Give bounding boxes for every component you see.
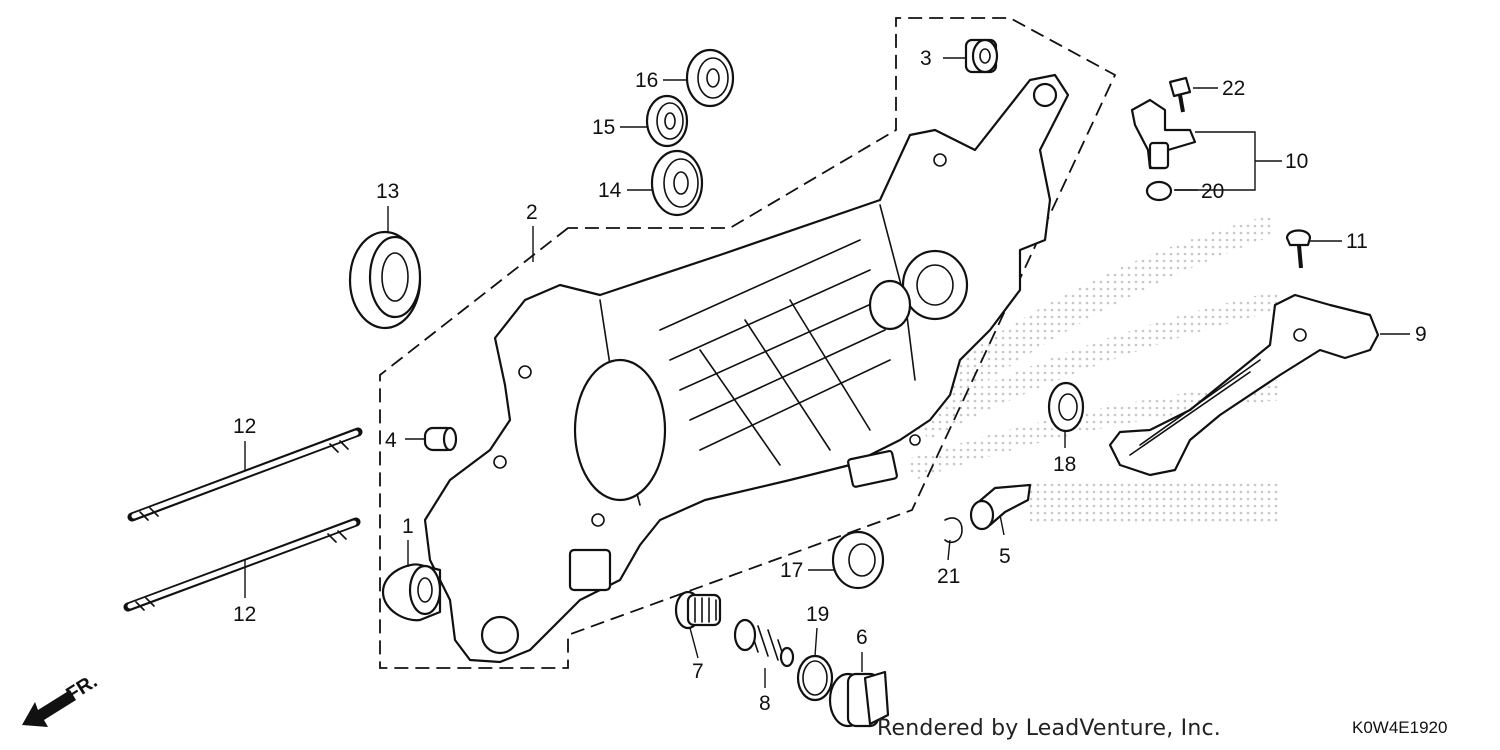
- callout-22: 22: [1222, 77, 1245, 100]
- callout-labels: 1 2 3 4 5 6 7 8 9 10 11 12 12 13 14 15 1…: [233, 47, 1427, 715]
- speed-sensor-10: [1130, 98, 1197, 170]
- strainer-7: [674, 590, 722, 630]
- callout-4: 4: [385, 429, 397, 452]
- callout-9: 9: [1415, 323, 1427, 346]
- callout-8: 8: [759, 692, 771, 715]
- clip-21: [944, 517, 963, 544]
- callout-10: 10: [1285, 150, 1308, 173]
- crankcase: [423, 73, 1070, 664]
- bolt-22: [1168, 76, 1192, 113]
- stud-bolt-upper: [127, 427, 363, 522]
- o-ring-20: [1145, 180, 1173, 202]
- front-direction-arrow-icon: [22, 690, 76, 727]
- callout-14: 14: [598, 179, 622, 202]
- oil-seal-17: [831, 530, 885, 590]
- bearing-3: [964, 38, 999, 74]
- callout-2: 2: [526, 201, 538, 224]
- callout-12-lower: 12: [233, 603, 256, 626]
- callout-5: 5: [999, 545, 1011, 568]
- callout-7: 7: [692, 660, 704, 683]
- render-credit: Rendered by LeadVenture, Inc.: [877, 716, 1221, 741]
- callout-12-upper: 12: [233, 415, 256, 438]
- bolt-11: [1285, 229, 1312, 269]
- stud-bolt-lower: [123, 517, 361, 612]
- fitting-5: [969, 483, 1032, 531]
- callout-17: 17: [780, 559, 803, 582]
- callout-6: 6: [856, 626, 868, 649]
- callout-13: 13: [376, 180, 399, 203]
- spring-8: [733, 618, 795, 668]
- o-ring-19: [796, 654, 834, 702]
- bearing-15: [645, 94, 689, 148]
- callout-20: 20: [1201, 180, 1224, 203]
- callout-18: 18: [1053, 453, 1076, 476]
- dowel-pin: [423, 426, 458, 452]
- callout-15: 15: [592, 116, 615, 139]
- leader-lines: [244, 57, 1410, 688]
- bearing-1: [381, 563, 442, 622]
- callout-21: 21: [937, 565, 960, 588]
- watermark-logo: [905, 215, 1280, 525]
- drain-cap-6: [828, 670, 890, 728]
- bearing-13: [348, 230, 422, 330]
- callout-11: 11: [1346, 230, 1368, 253]
- cover-plate-9: [1108, 293, 1380, 477]
- diagram-code: K0W4E1920: [1352, 718, 1448, 737]
- callout-19: 19: [806, 603, 829, 626]
- callout-1: 1: [402, 515, 414, 538]
- bearing-14: [650, 149, 704, 217]
- callout-16: 16: [635, 69, 658, 92]
- callout-3: 3: [920, 47, 932, 70]
- oil-seal-18: [1047, 381, 1085, 433]
- bearing-16: [685, 48, 735, 108]
- assembly-boundary: [379, 17, 1117, 669]
